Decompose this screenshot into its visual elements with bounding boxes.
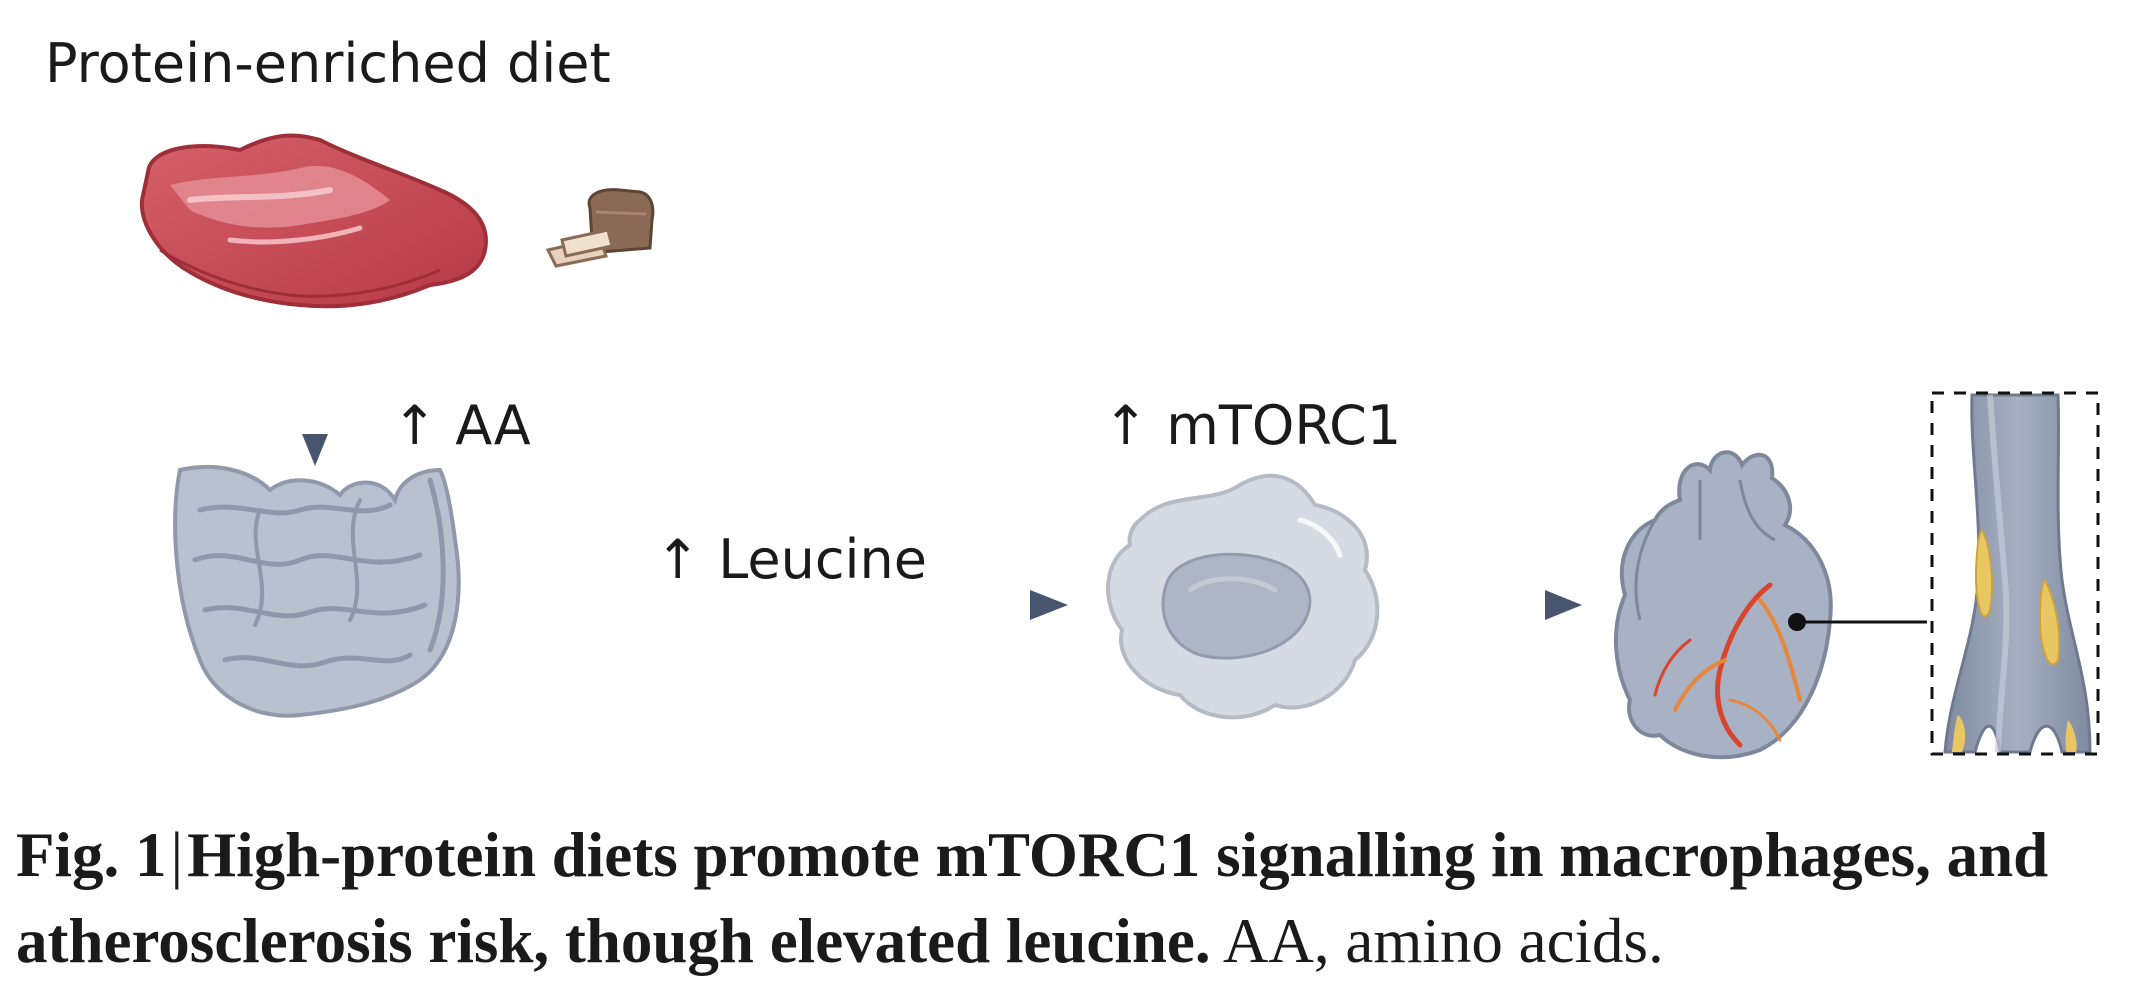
leucine-label: Leucine (718, 528, 927, 591)
steak-icon (139, 133, 488, 309)
figure-number: Fig. 1 (16, 820, 167, 890)
macrophage-cell-icon (1106, 473, 1380, 720)
caption-separator: | (170, 820, 184, 890)
output-arrow (1415, 590, 1582, 620)
aa-label-group: ↑ AA (392, 394, 531, 457)
intestine-icon (173, 464, 461, 718)
up-arrow-icon: ↑ (655, 528, 701, 591)
caption-note: AA, amino acids. (1222, 906, 1664, 976)
leucine-label-group: ↑ Leucine (655, 528, 927, 591)
leucine-arrow (500, 590, 1068, 620)
up-arrow-icon: ↑ (392, 394, 438, 457)
down-arrow (302, 342, 328, 466)
artery-plaque-icon (1930, 391, 2100, 756)
up-arrow-icon: ↑ (1103, 394, 1149, 457)
mtorc1-label: mTORC1 (1166, 394, 1402, 457)
figure-caption: Fig. 1|High-protein diets promote mTORC1… (16, 812, 2116, 984)
mtorc1-label-group: ↑ mTORC1 (1103, 394, 1401, 457)
heart-icon (1614, 450, 1927, 760)
caption-title: High-protein diets promote mTORC1 signal… (16, 820, 2049, 976)
bread-loaf-icon (545, 188, 655, 268)
aa-label: AA (455, 394, 531, 457)
diet-title: Protein-enriched diet (45, 32, 611, 95)
